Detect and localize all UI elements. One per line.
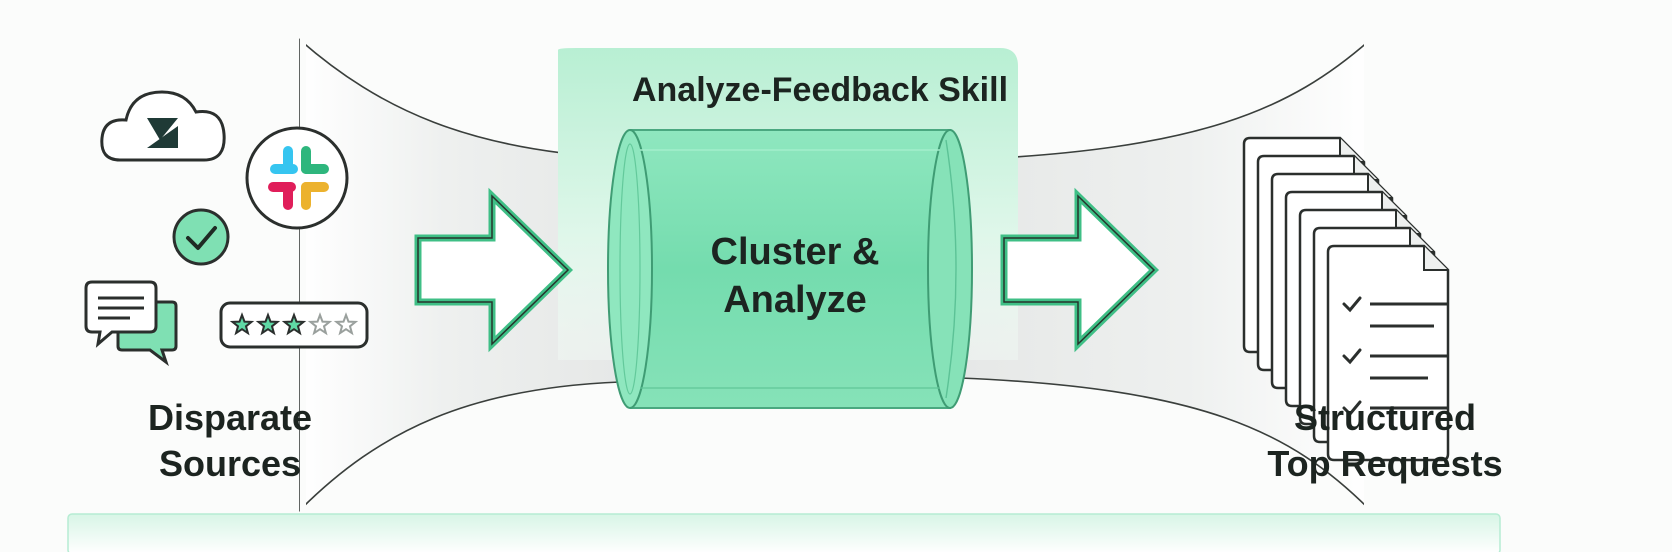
output-label-line2: Top Requests — [1267, 443, 1503, 484]
input-label-line1: Disparate — [147, 397, 313, 438]
star-rating-icon — [219, 301, 369, 349]
star-empty — [333, 312, 359, 336]
zendesk-cloud-icon — [100, 90, 226, 162]
output-arrow-outline — [1003, 194, 1156, 346]
stage-title: Analyze-Feedback Skill — [560, 68, 1080, 112]
core-process-label: Cluster & Analyze — [640, 228, 950, 324]
document-fold — [1423, 246, 1448, 271]
star-filled — [281, 312, 307, 336]
stacked-checklist-documents-icon — [1242, 136, 1450, 462]
input-arrow-outline — [417, 194, 570, 346]
chat-bubbles-icon — [84, 280, 178, 367]
star-rating-stars — [229, 312, 359, 336]
checkmark — [1342, 296, 1362, 313]
check-circle-icon — [172, 208, 230, 266]
star-filled — [229, 312, 255, 336]
core-label-line1: Cluster & — [710, 231, 880, 273]
bottom-highlight-bar — [67, 513, 1501, 552]
output-label-line1: Structured — [1293, 397, 1477, 438]
input-label: Disparate Sources — [100, 395, 360, 487]
star-filled — [255, 312, 281, 336]
slack-icon — [245, 126, 349, 230]
checkmark — [1342, 348, 1362, 365]
checkmark — [1342, 400, 1362, 417]
analysis-cylinder — [607, 129, 973, 409]
output-label: Structured Top Requests — [1225, 395, 1545, 487]
star-empty — [307, 312, 333, 336]
input-label-line2: Sources — [158, 443, 302, 484]
stage-title-text: Analyze-Feedback Skill — [631, 71, 1009, 109]
core-label-line2: Analyze — [723, 279, 867, 321]
